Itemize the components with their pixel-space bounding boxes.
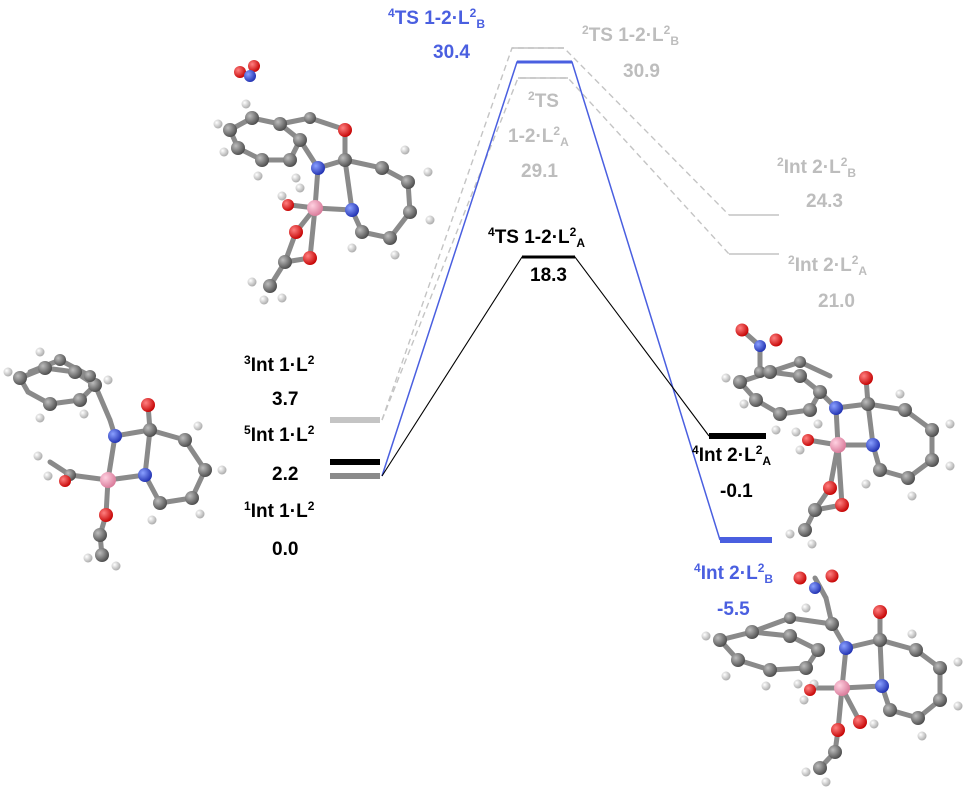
label-int2-doublet-a: 2Int 2·L2A: [788, 253, 868, 278]
energy-int2-quartet-b: -5.5: [717, 599, 750, 620]
label-ts-quartet-a: 4TS 1-2·L2A: [488, 225, 585, 250]
label-int2-doublet-b: 2Int 2·L2B: [777, 155, 857, 180]
energy-ts-doublet-a: 29.1: [521, 161, 558, 182]
energy-int1-singlet: 0.0: [272, 539, 299, 560]
energy-ts-quartet-a: 18.3: [530, 265, 567, 286]
energy-int2-quartet-a: -0.1: [720, 481, 753, 502]
label-int1-quintet: 5Int 1·L2: [244, 423, 315, 446]
molecule-int1-left: [3, 347, 227, 571]
energy-ts-quartet-b: 30.4: [433, 42, 470, 63]
label-int1-triplet: 3Int 1·L2: [244, 353, 315, 376]
energy-int2-doublet-a: 21.0: [818, 291, 855, 312]
energy-int1-quintet: 2.2: [272, 464, 299, 485]
label-ts-doublet-b: 2TS 1-2·L2B: [582, 23, 679, 48]
label-int2-quartet-b: 4Int 2·L2B: [694, 561, 774, 586]
energy-ts-doublet-b: 30.9: [623, 61, 660, 82]
energy-int2-doublet-b: 24.3: [806, 191, 843, 212]
molecule-int2-a: [721, 323, 955, 549]
label-ts-quartet-b: 4TS 1-2·L2B: [388, 6, 485, 31]
path-quartet-a: [381, 256, 710, 477]
molecule-ts-top: [213, 60, 435, 305]
label-ts-doublet-a-line1: 2TS: [528, 89, 559, 112]
energy-int1-triplet: 3.7: [272, 389, 299, 410]
label-ts-doublet-a-line2: 1-2·L2A: [508, 124, 569, 149]
molecule-int2-b: [701, 569, 963, 787]
label-int2-quartet-a: 4Int 2·L2A: [692, 443, 772, 468]
label-int1-singlet: 1Int 1·L2: [244, 499, 315, 522]
